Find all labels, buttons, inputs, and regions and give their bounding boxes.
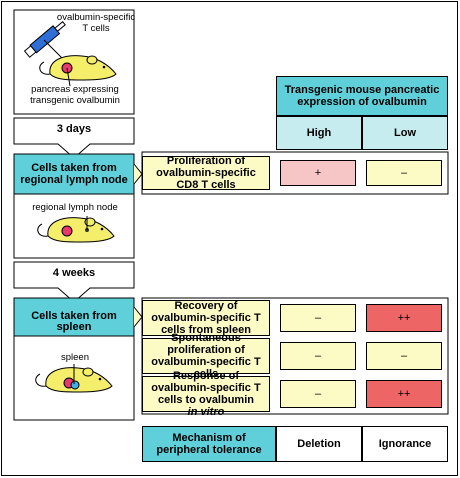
mouse-icon-2	[37, 216, 115, 243]
row-label-response-main: Response of ovalbumin-specific T cells t…	[151, 370, 261, 406]
cell-proliferation-low: –	[366, 160, 442, 186]
injection-label: ovalbumin-specific T cells	[56, 12, 136, 34]
spleen-title: Cells taken from spleen	[31, 310, 117, 333]
table-header-title: Transgenic mouse pancreatic expression o…	[276, 76, 448, 116]
mechanism-high: Deletion	[276, 426, 362, 462]
panel-lymph-node-header	[13, 153, 135, 195]
pancreas-label: pancreas expressing transgenic ovalbumin	[30, 84, 120, 106]
cell-response-high: –	[280, 380, 356, 408]
mouse-icon-1	[39, 55, 117, 81]
mouse-icon-3	[35, 364, 113, 393]
lymph-node-label: regional lymph node	[32, 202, 118, 213]
cell-spontaneous-high: –	[280, 342, 356, 370]
cell-spontaneous-low: –	[366, 342, 442, 370]
cell-recovery-high: –	[280, 304, 356, 332]
mechanism-label: Mechanism of peripheral tolerance	[142, 426, 276, 462]
mechanism-low: Ignorance	[362, 426, 448, 462]
column-low: Low	[362, 116, 448, 150]
row-label-proliferation: Proliferation of ovalbumin-specific CD8 …	[142, 155, 270, 191]
cell-recovery-low: ++	[366, 304, 442, 332]
spleen-label: spleen	[61, 352, 89, 363]
arrow-4-weeks-label: 4 weeks	[52, 267, 96, 279]
arrow-4-weeks	[13, 261, 135, 303]
panel-spleen-header	[13, 297, 135, 337]
syringe-icon	[23, 21, 67, 63]
column-high: High	[276, 116, 362, 150]
row-label-response-italic: in vitro	[187, 406, 225, 418]
row-label-spontaneous: Spontaneous proliferation of ovalbumin-s…	[142, 332, 270, 380]
cell-response-low: ++	[366, 380, 442, 408]
lymph-node-title: Cells taken from regional lymph node	[20, 162, 128, 186]
cell-proliferation-high: +	[280, 160, 356, 186]
row-label-recovery: Recovery of ovalbumin-specific T cells f…	[142, 300, 270, 336]
arrow-3-days	[13, 117, 135, 159]
arrow-3-days-label: 3 days	[56, 123, 92, 135]
row-label-response: Response of ovalbumin-specific T cells t…	[142, 370, 270, 418]
